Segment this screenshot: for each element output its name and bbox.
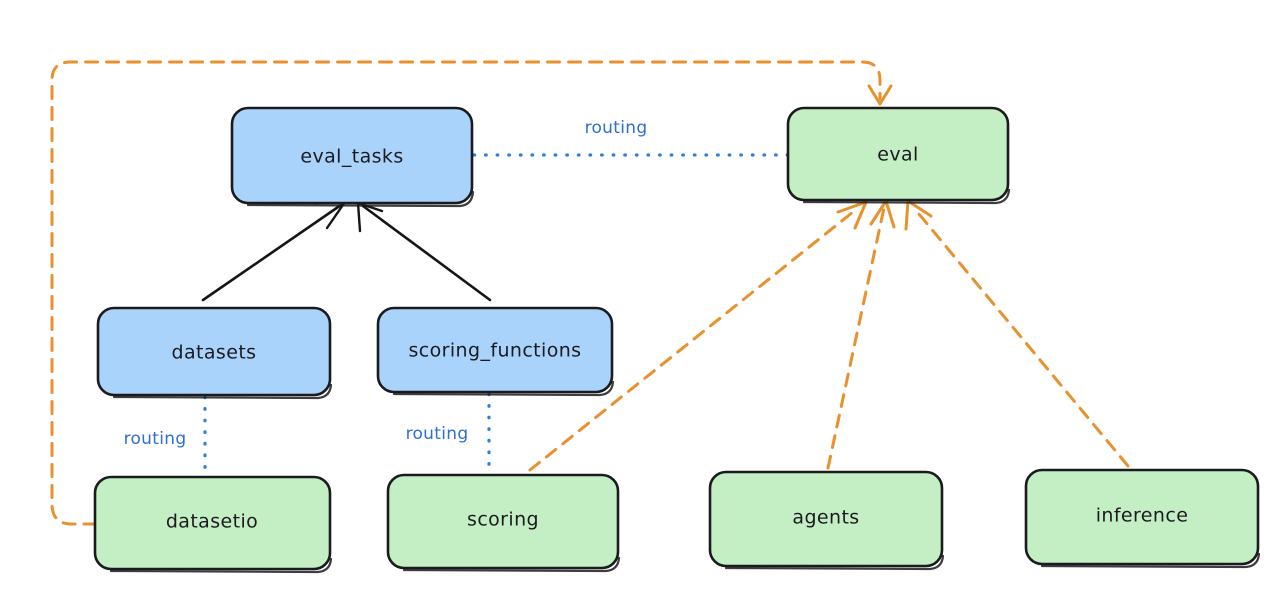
node-datasets-shape[interactable] [96, 306, 332, 397]
node-datasets[interactable]: datasets [96, 306, 333, 400]
node-scoring_functions-shape[interactable] [376, 306, 614, 394]
edge-scoring_functions-to-eval_tasks [356, 201, 492, 302]
node-datasetio-label: datasetio [166, 511, 258, 533]
node-scoring-label: scoring [467, 509, 539, 531]
edge-agents-to-eval [826, 199, 896, 470]
node-agents-shape[interactable] [708, 470, 944, 568]
node-datasets-label: datasets [172, 342, 257, 364]
node-inference-label: inference [1096, 505, 1189, 527]
node-agents[interactable]: agents [708, 470, 945, 571]
node-eval-shape[interactable] [786, 106, 1010, 202]
edge-label-routing-datasets-datasetio: routing [124, 429, 187, 449]
node-eval_tasks-shape[interactable] [230, 106, 474, 205]
node-inference-shape[interactable] [1024, 468, 1260, 566]
node-eval_tasks[interactable]: eval_tasks [230, 106, 475, 208]
edge-inference-to-eval [904, 199, 1130, 468]
node-agents-label: agents [792, 507, 859, 529]
node-eval[interactable]: eval [786, 106, 1011, 205]
node-datasetio[interactable]: datasetio [93, 475, 333, 574]
node-scoring[interactable]: scoring [386, 473, 621, 573]
node-scoring_functions-label: scoring_functions [409, 340, 582, 362]
edge-datasets-to-eval_tasks [201, 200, 347, 302]
edge-datasetio-to-eval [50, 60, 893, 526]
node-inference[interactable]: inference [1024, 468, 1261, 569]
node-eval-label: eval [877, 144, 918, 166]
node-scoring_functions[interactable]: scoring_functions [376, 306, 615, 397]
edge-label-routing-eval_tasks-eval: routing [585, 118, 648, 138]
node-scoring-shape[interactable] [386, 473, 620, 570]
edge-label-routing-scoring_functions-scoring: routing [406, 424, 469, 444]
node-eval_tasks-label: eval_tasks [300, 146, 403, 168]
node-datasetio-shape[interactable] [93, 475, 332, 571]
